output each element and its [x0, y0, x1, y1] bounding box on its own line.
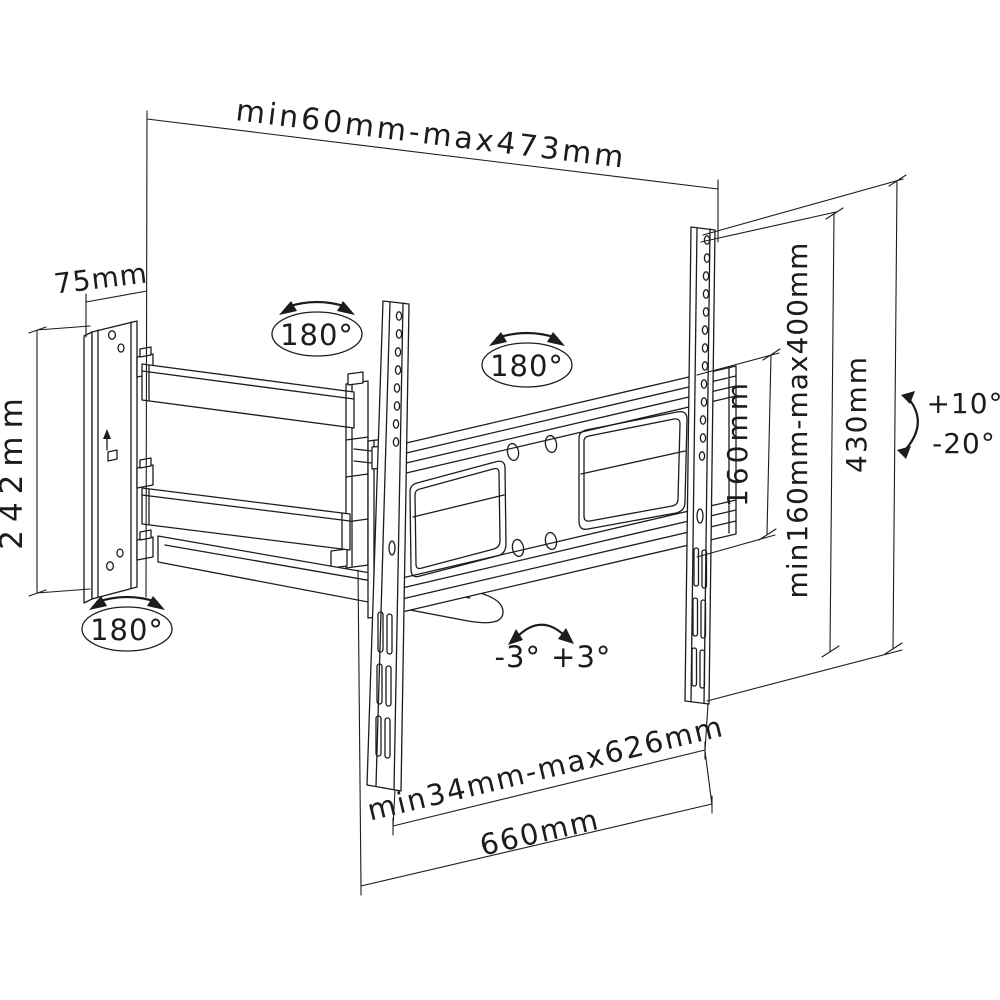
- swivel-badge-base: 180°: [81, 595, 173, 652]
- dim-label-rail-height: 430mm: [840, 355, 873, 473]
- swivel-badge-mid: 180°: [481, 331, 573, 388]
- swivel-arm-lower: [141, 487, 351, 551]
- dim-label-wall-plate-width: 75mm: [52, 256, 150, 300]
- orientation-arrow-icon: [103, 429, 111, 451]
- swivel-badge-arm: 180°: [271, 300, 363, 357]
- level-arrow-icon: [508, 623, 574, 645]
- swivel-arm-upper: [141, 363, 355, 429]
- wall-plate: [83, 320, 154, 604]
- tilt-down-label: -20°: [932, 427, 996, 460]
- dim-vesa-range-vertical: min160mm-max400mm: [700, 207, 844, 658]
- tilt-arrow-icon: [897, 391, 919, 459]
- right-tv-rail: [684, 226, 716, 705]
- dim-label-wall-plate-height: 242mm: [0, 390, 30, 550]
- swivel-label-base: 180°: [90, 613, 164, 647]
- tilt-angle-annotation: +10° -20°: [897, 387, 1000, 460]
- dim-wall-plate-height: 242mm: [0, 325, 91, 597]
- swivel-label-mid: 180°: [490, 349, 564, 383]
- dim-label-extension-depth: min60mm-max473mm: [234, 93, 628, 176]
- dim-rail-height: 430mm: [702, 174, 907, 702]
- rotation-arrow-icon: [89, 595, 165, 610]
- dim-label-crossbar-width: 660mm: [477, 802, 603, 863]
- plate-square-hole: [107, 449, 118, 462]
- dim-label-vesa-range-horizontal: min34mm-max626mm: [364, 709, 727, 827]
- dim-label-vesa-range-vertical: min160mm-max400mm: [781, 242, 814, 599]
- level-angle-label: -3° +3°: [495, 640, 612, 674]
- swivel-label-arm: 180°: [280, 318, 354, 352]
- tilt-up-label: +10°: [926, 387, 1000, 420]
- left-tv-rail: [366, 300, 410, 792]
- rotation-arrow-icon: [279, 300, 355, 315]
- dim-vesa-spacing: 160mm: [696, 348, 781, 558]
- rotation-arrow-icon: [489, 331, 565, 346]
- dim-label-vesa-spacing: 160mm: [721, 379, 754, 507]
- vesa-crossbar: [401, 365, 737, 613]
- level-angle-annotation: -3° +3°: [495, 623, 612, 674]
